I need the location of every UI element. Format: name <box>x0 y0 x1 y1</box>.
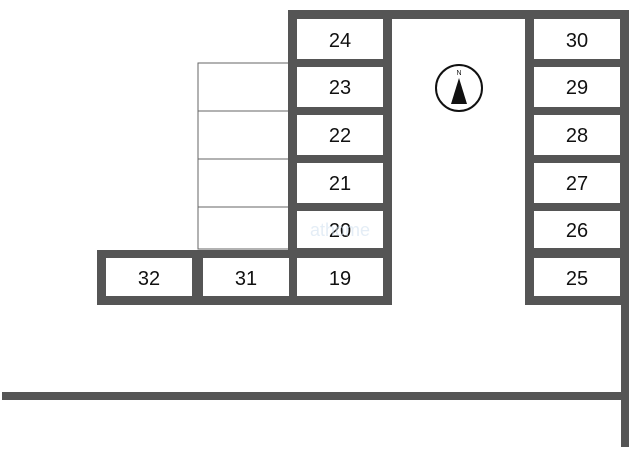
spot-label: 20 <box>329 220 351 242</box>
empty-space <box>197 110 291 160</box>
spot-label: 27 <box>566 173 588 195</box>
compass-letter: N <box>456 70 461 77</box>
empty-space <box>197 206 291 250</box>
spot-label: 19 <box>329 268 351 290</box>
compass-needle <box>451 78 467 104</box>
spot-label: 31 <box>235 268 257 290</box>
spot-labels: 24 23 22 21 20 19 31 32 30 29 28 27 26 2… <box>138 30 588 290</box>
spot-24 <box>297 19 383 59</box>
spot-label: 32 <box>138 268 160 290</box>
watermark-text: athome <box>310 220 370 240</box>
spot-label: 21 <box>329 173 351 195</box>
spot-20 <box>297 211 383 248</box>
spot-label: 25 <box>566 268 588 290</box>
spot-25 <box>534 258 620 296</box>
spot-21 <box>297 163 383 203</box>
right-block <box>525 10 629 305</box>
spot-label: 24 <box>329 30 351 52</box>
spot-label: 23 <box>329 77 351 99</box>
spot-label: 26 <box>566 220 588 242</box>
right-column-frame <box>525 10 629 305</box>
spot-30 <box>534 19 620 59</box>
left-block <box>97 10 525 305</box>
empty-space <box>197 158 291 208</box>
spot-26 <box>534 211 620 248</box>
spot-32 <box>106 258 192 296</box>
spot-28 <box>534 115 620 155</box>
top-wall <box>288 10 525 19</box>
empty-space <box>197 62 291 112</box>
spot-label: 28 <box>566 125 588 147</box>
spot-23 <box>297 67 383 107</box>
spot-label: 30 <box>566 30 588 52</box>
spot-29 <box>534 67 620 107</box>
spot-19 <box>297 258 383 296</box>
spot-label: 29 <box>566 77 588 99</box>
spot-31 <box>203 258 289 296</box>
spot-22 <box>297 115 383 155</box>
north-arrow-icon: N <box>435 64 483 112</box>
spot-label: 22 <box>329 125 351 147</box>
unnumbered-spaces <box>197 62 291 250</box>
spot-27 <box>534 163 620 203</box>
